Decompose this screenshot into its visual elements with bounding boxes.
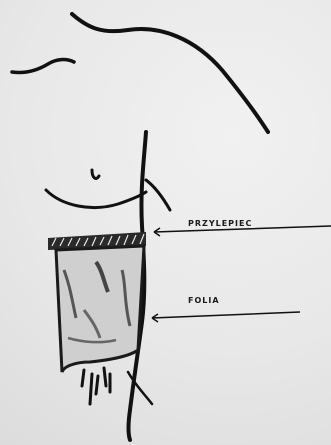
drip-marks: [82, 368, 110, 404]
tape-label: PRZYLEPIEC: [188, 219, 252, 228]
shoulder-outline: [72, 14, 268, 132]
abdomen-curve: [46, 190, 146, 208]
film-label: FOLIA: [188, 296, 220, 305]
side-stroke: [146, 180, 170, 210]
film-pouch: [56, 246, 144, 372]
shoulder-crease: [12, 60, 74, 73]
navel-mark: [92, 170, 99, 178]
film-arrow: [152, 312, 300, 322]
